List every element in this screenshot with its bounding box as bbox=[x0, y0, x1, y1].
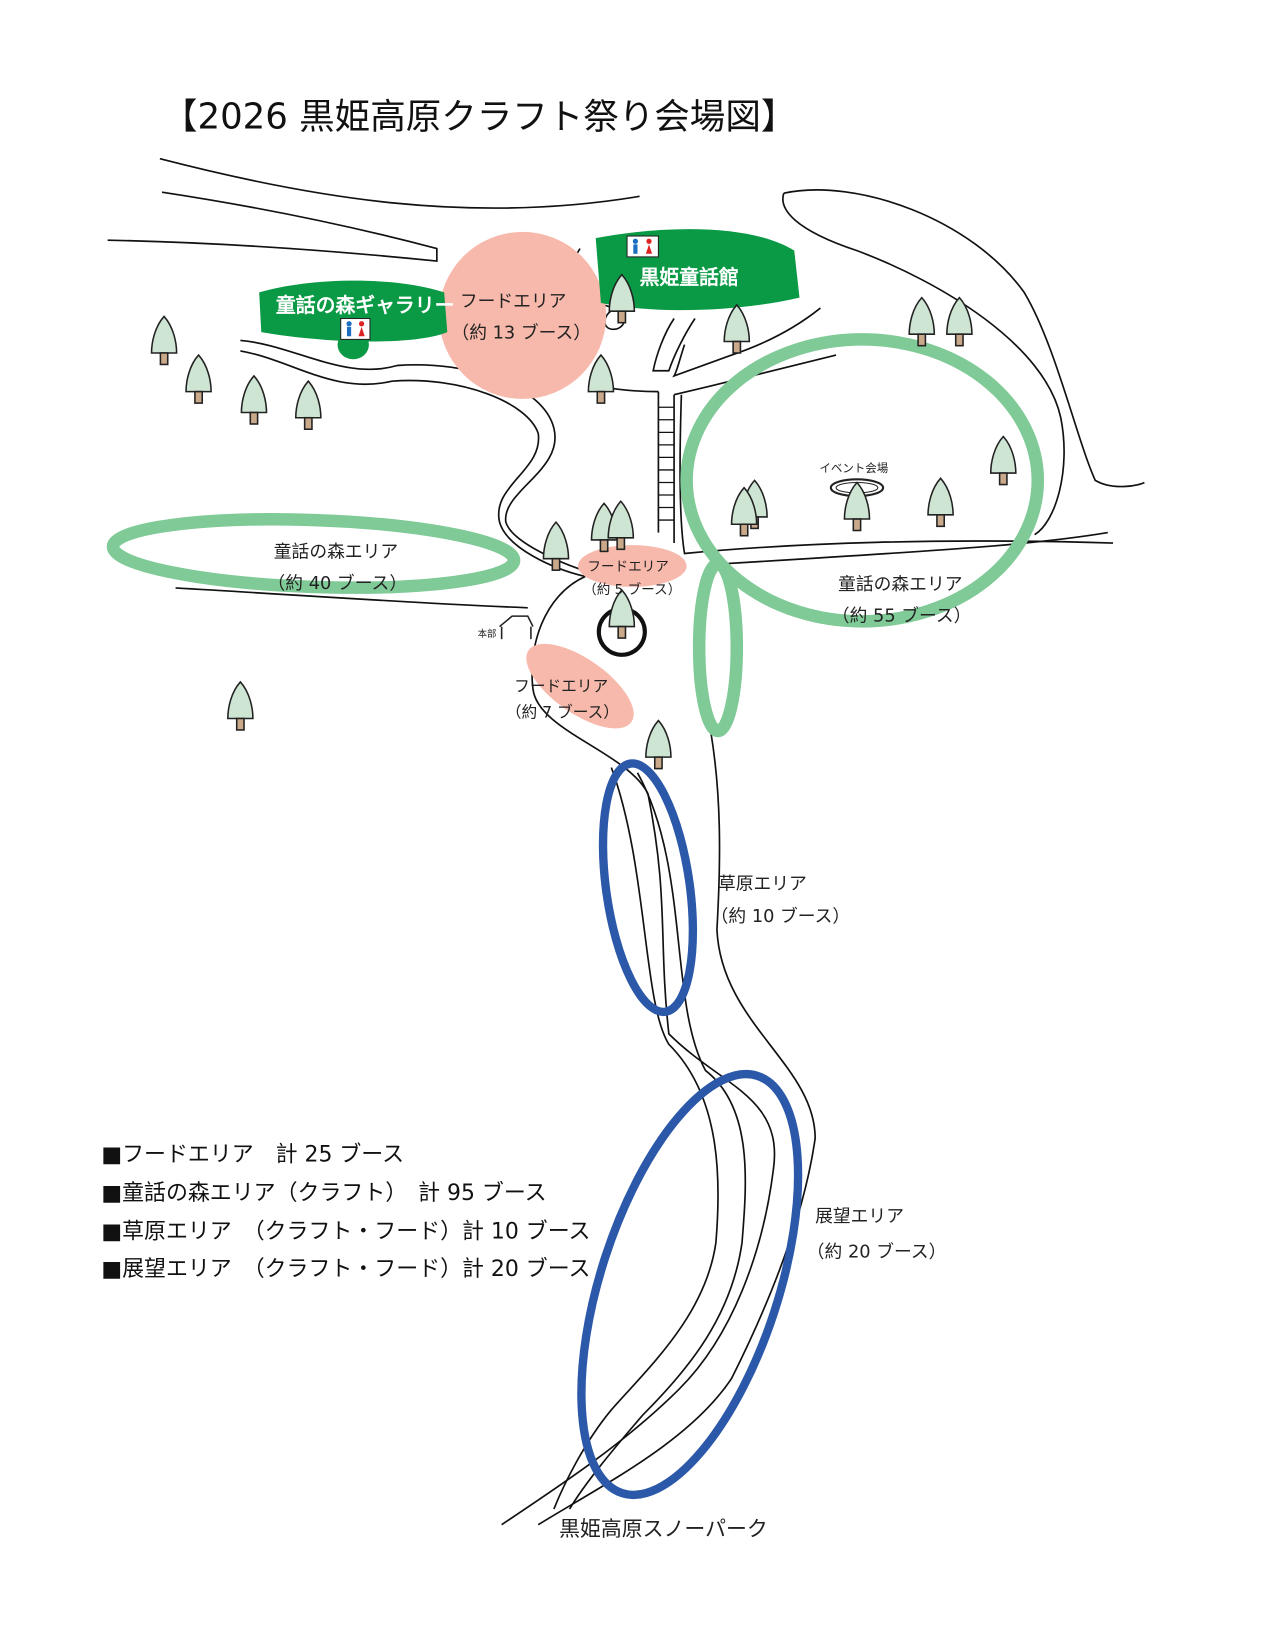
museum-label: 黒姫童話館 bbox=[640, 266, 739, 289]
scenic-areas bbox=[577, 759, 803, 1500]
forest-areas bbox=[106, 333, 1045, 738]
scenic-area-booths: （約 20 ブース） bbox=[807, 1240, 947, 1262]
building-museum[interactable]: 黒姫童話館 bbox=[595, 229, 800, 311]
map-title: 【2026 黒姫高原クラフト祭り会場図】 bbox=[162, 96, 796, 137]
event-venue-label: イベント会場 bbox=[819, 461, 888, 475]
food-area-2-booths: （約 5 ブース） bbox=[583, 581, 681, 598]
legend-item: ■フードエリア 計 25 ブース bbox=[101, 1142, 404, 1167]
roads bbox=[107, 157, 1145, 1526]
forest-area-2-booths: （約 55 ブース） bbox=[832, 604, 972, 626]
restroom-icon bbox=[340, 317, 371, 340]
hq-tent[interactable]: 本部 bbox=[478, 615, 534, 640]
food-areas bbox=[438, 231, 687, 729]
meadow-area-booths: （約 10 ブース） bbox=[711, 905, 851, 927]
hq-label: 本部 bbox=[478, 628, 497, 640]
food-area-1-name: フードエリア bbox=[460, 292, 567, 312]
forest-area-2-name: 童話の森エリア bbox=[838, 574, 962, 595]
legend-item: ■草原エリア （クラフト・フード）計 10 ブース bbox=[101, 1220, 590, 1245]
area-labels: フードエリア （約 13 ブース） フードエリア （約 5 ブース） フードエリ… bbox=[268, 292, 972, 1541]
scenic-area-name: 展望エリア bbox=[815, 1206, 904, 1227]
legend-item: ■童話の森エリア（クラフト） 計 95 ブース bbox=[101, 1181, 546, 1206]
food-area-2-name: フードエリア bbox=[587, 559, 669, 575]
restroom-icon bbox=[626, 235, 659, 258]
legend-item: ■展望エリア （クラフト・フード）計 20 ブース bbox=[101, 1257, 590, 1282]
building-gallery[interactable]: 童話の森ギャラリー bbox=[259, 280, 455, 360]
legend: ■フードエリア 計 25 ブース ■童話の森エリア（クラフト） 計 95 ブース… bbox=[101, 1142, 590, 1282]
gallery-label: 童話の森ギャラリー bbox=[276, 294, 455, 317]
destination-label: 黒姫高原スノーパーク bbox=[559, 1517, 768, 1541]
food-area-1-booths: （約 13 ブース） bbox=[451, 321, 591, 343]
food-area-3-booths: （約 7 ブース） bbox=[506, 702, 619, 721]
meadow-area-name: 草原エリア bbox=[718, 874, 807, 895]
forest-area-1-name: 童話の森エリア bbox=[274, 542, 398, 563]
food-area-3-name: フードエリア bbox=[514, 676, 608, 695]
forest-area-1-booths: （約 40 ブース） bbox=[268, 572, 408, 594]
